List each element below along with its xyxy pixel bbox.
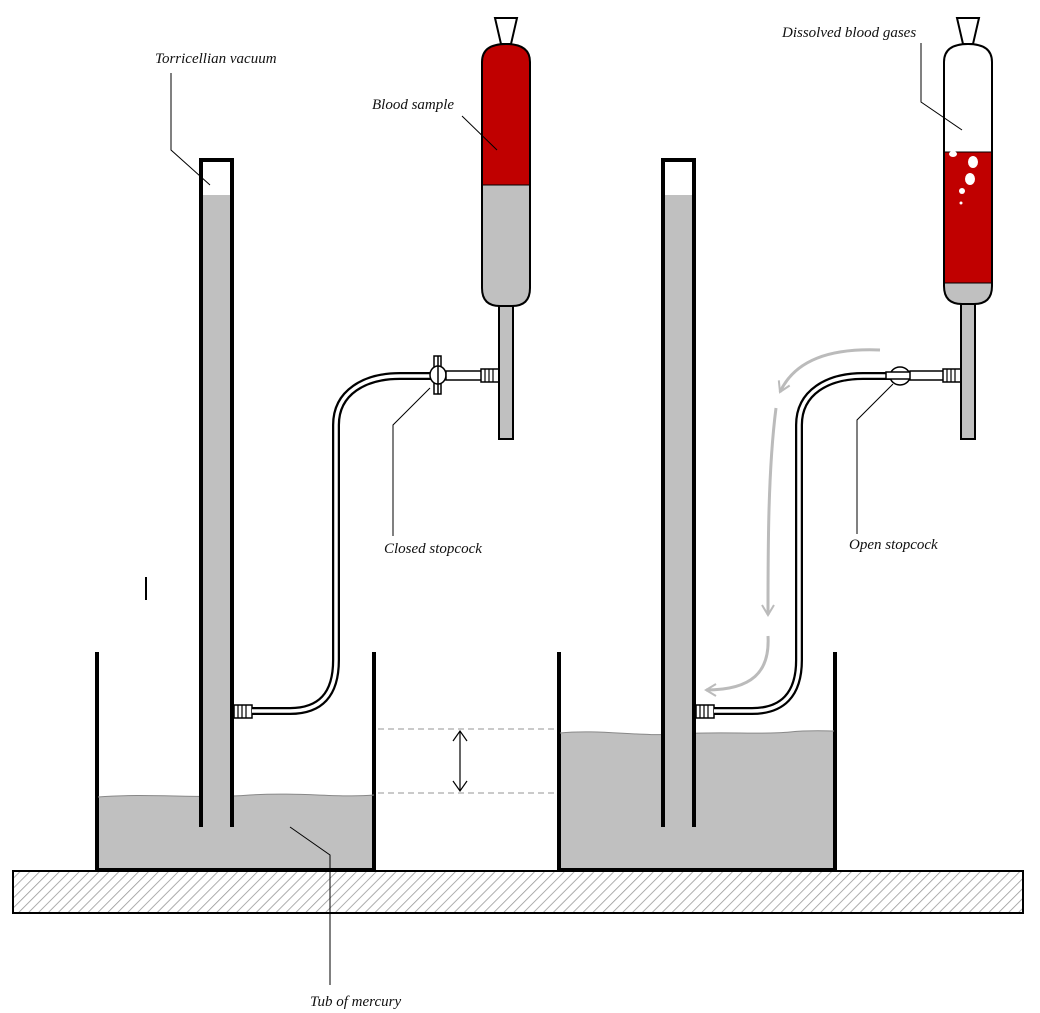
right-apparatus [557,17,993,872]
gas-bubbles [949,151,978,205]
label-dissolved-blood-gases: Dissolved blood gases [781,25,916,41]
leader-lines [170,43,963,985]
label-closed-stopcock: Closed stopcock [384,541,482,557]
level-difference-indicator [378,728,556,794]
gas-flow-arrows [704,348,881,697]
left-tub-mercury [98,794,374,870]
label-open-stopcock: Open stopcock [849,537,938,553]
flow-arrow-2 [761,407,778,617]
left-vessel-stopper [493,17,519,45]
blood-sample-vessel [481,17,531,440]
left-tube-connector [233,704,253,719]
left-apparatus [95,17,531,872]
closed-stopcock [429,355,447,395]
flow-arrow-1 [777,348,881,394]
left-tube-mercury-column [203,195,230,827]
blood-sample-fill [482,44,530,185]
right-vessel-blood [944,152,992,283]
label-tub-of-mercury: Tub of mercury [310,994,401,1010]
label-blood-sample: Blood sample [372,97,454,113]
left-sidearm-connector [480,368,500,383]
left-barometer-tube [199,158,234,827]
right-barometer-tube [661,158,696,827]
right-tube-mercury-column [665,195,692,827]
right-sidearm-connector [942,368,962,383]
label-torricellian-vacuum: Torricellian vacuum [155,51,277,67]
right-vessel-mercury [944,283,992,304]
dissolved-gases-vessel [943,17,993,440]
base-plate [12,870,1024,914]
right-tub-mercury [560,730,834,870]
flow-arrow-3 [704,635,770,697]
right-tube-connector [695,704,715,719]
left-vessel-mercury [482,185,530,306]
right-vessel-stopper [955,17,981,45]
